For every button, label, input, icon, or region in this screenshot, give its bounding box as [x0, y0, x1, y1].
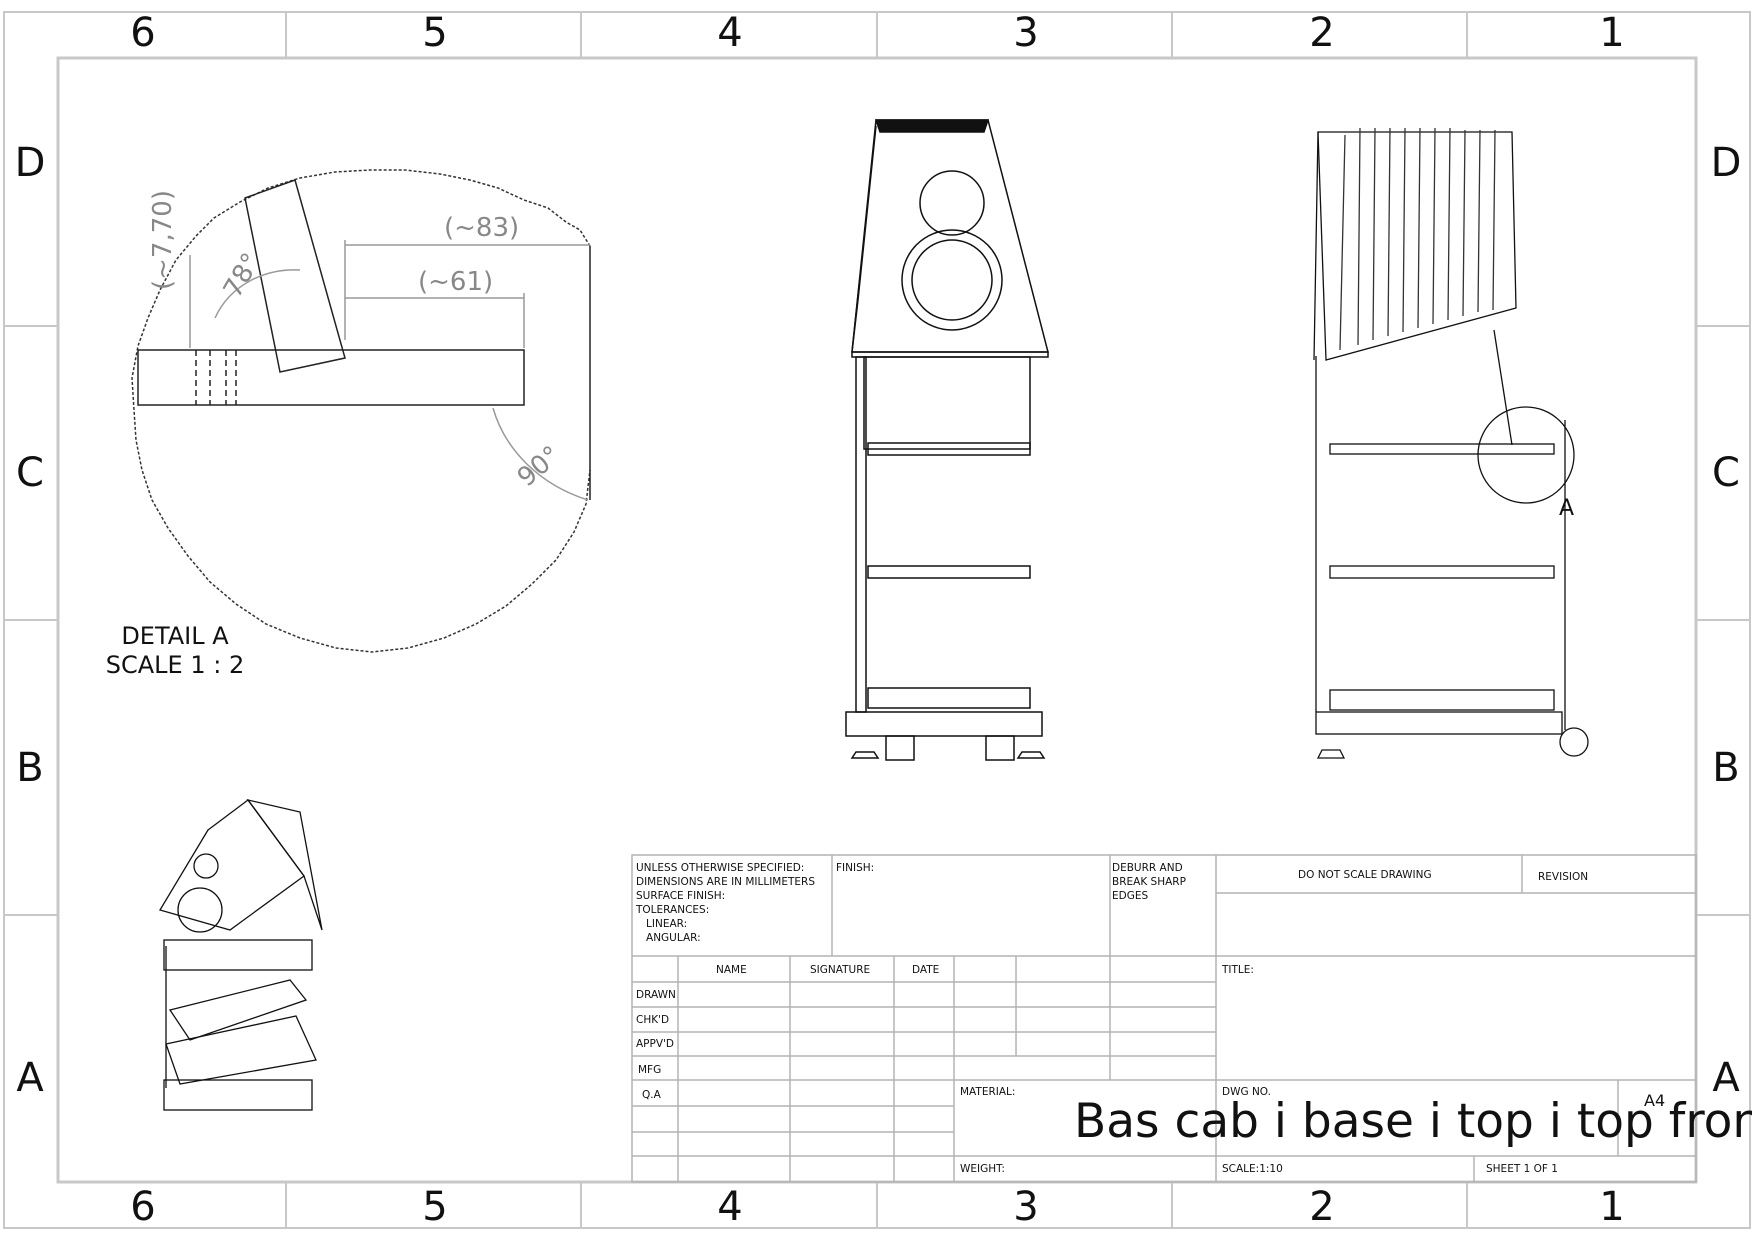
tolerance-note: UNLESS OTHERWISE SPECIFIED: DIMENSIONS A… — [636, 862, 816, 944]
weight-label: WEIGHT: — [960, 1163, 1005, 1175]
zone-row-c-left: C — [16, 450, 44, 496]
sheet-size: A4 — [1644, 1091, 1666, 1110]
dwg-no-value: Bas cab i base i top i top fron — [1074, 1094, 1752, 1149]
front-view — [845, 119, 1049, 761]
row-approved: APPV'D — [636, 1038, 675, 1050]
zone-col-1-top: 1 — [1599, 10, 1625, 56]
side-view — [1313, 127, 1589, 759]
zone-col-2-top: 2 — [1309, 10, 1335, 56]
detail-callout-letter: A — [1559, 496, 1575, 521]
title-label: TITLE: — [1222, 964, 1254, 976]
row-checked: CHK'D — [636, 1014, 670, 1026]
col-name: NAME — [716, 964, 747, 976]
detail-title: DETAIL A — [121, 622, 229, 650]
sheet-label: SHEET 1 OF 1 — [1486, 1163, 1558, 1175]
zone-row-d-left: D — [14, 140, 46, 186]
deburr-note: DEBURR AND BREAK SHARP EDGES — [1112, 862, 1186, 902]
scale-label: SCALE:1:10 — [1222, 1163, 1283, 1175]
row-qa: Q.A — [642, 1089, 661, 1101]
zone-row-a-left: A — [16, 1055, 44, 1101]
zone-col-2-bottom: 2 — [1309, 1184, 1335, 1230]
row-drawn: DRAWN — [636, 989, 676, 1001]
dim-61: (~61) — [418, 267, 494, 297]
isometric-view — [159, 798, 323, 1111]
zone-row-c-right: C — [1712, 450, 1740, 496]
zone-col-1-bottom: 1 — [1599, 1184, 1625, 1230]
zone-col-4-top: 4 — [717, 10, 743, 56]
zone-col-3-bottom: 3 — [1013, 1184, 1039, 1230]
finish-label: FINISH: — [836, 862, 875, 874]
material-label: MATERIAL: — [960, 1086, 1016, 1098]
zone-col-6-top: 6 — [130, 10, 156, 56]
detail-a-view — [131, 169, 591, 653]
col-signature: SIGNATURE — [810, 964, 871, 976]
zone-col-5-bottom: 5 — [422, 1184, 448, 1230]
zone-col-3-top: 3 — [1013, 10, 1039, 56]
col-date: DATE — [912, 964, 940, 976]
dim-770: (~7,70) — [148, 190, 178, 290]
outer-border — [3, 11, 1751, 1229]
inner-border — [56, 56, 1698, 1184]
zone-row-b-left: B — [16, 745, 44, 791]
detail-scale: SCALE 1 : 2 — [105, 651, 245, 679]
detail-label: DETAIL A SCALE 1 : 2 — [90, 622, 260, 680]
do-not-scale-note: DO NOT SCALE DRAWING — [1298, 869, 1432, 881]
dim-83: (~83) — [444, 213, 520, 243]
row-mfg: MFG — [638, 1064, 662, 1076]
zone-col-4-bottom: 4 — [717, 1184, 743, 1230]
title-block-grid — [631, 854, 1697, 1183]
zone-row-a-right: A — [1712, 1055, 1740, 1101]
zone-row-b-right: B — [1712, 745, 1740, 791]
revision-label: REVISION — [1538, 871, 1589, 883]
dwg-no-label: DWG NO. — [1222, 1086, 1271, 1098]
zone-col-6-bottom: 6 — [130, 1184, 156, 1230]
zone-col-5-top: 5 — [422, 10, 448, 56]
zone-row-d-right: D — [1710, 140, 1742, 186]
